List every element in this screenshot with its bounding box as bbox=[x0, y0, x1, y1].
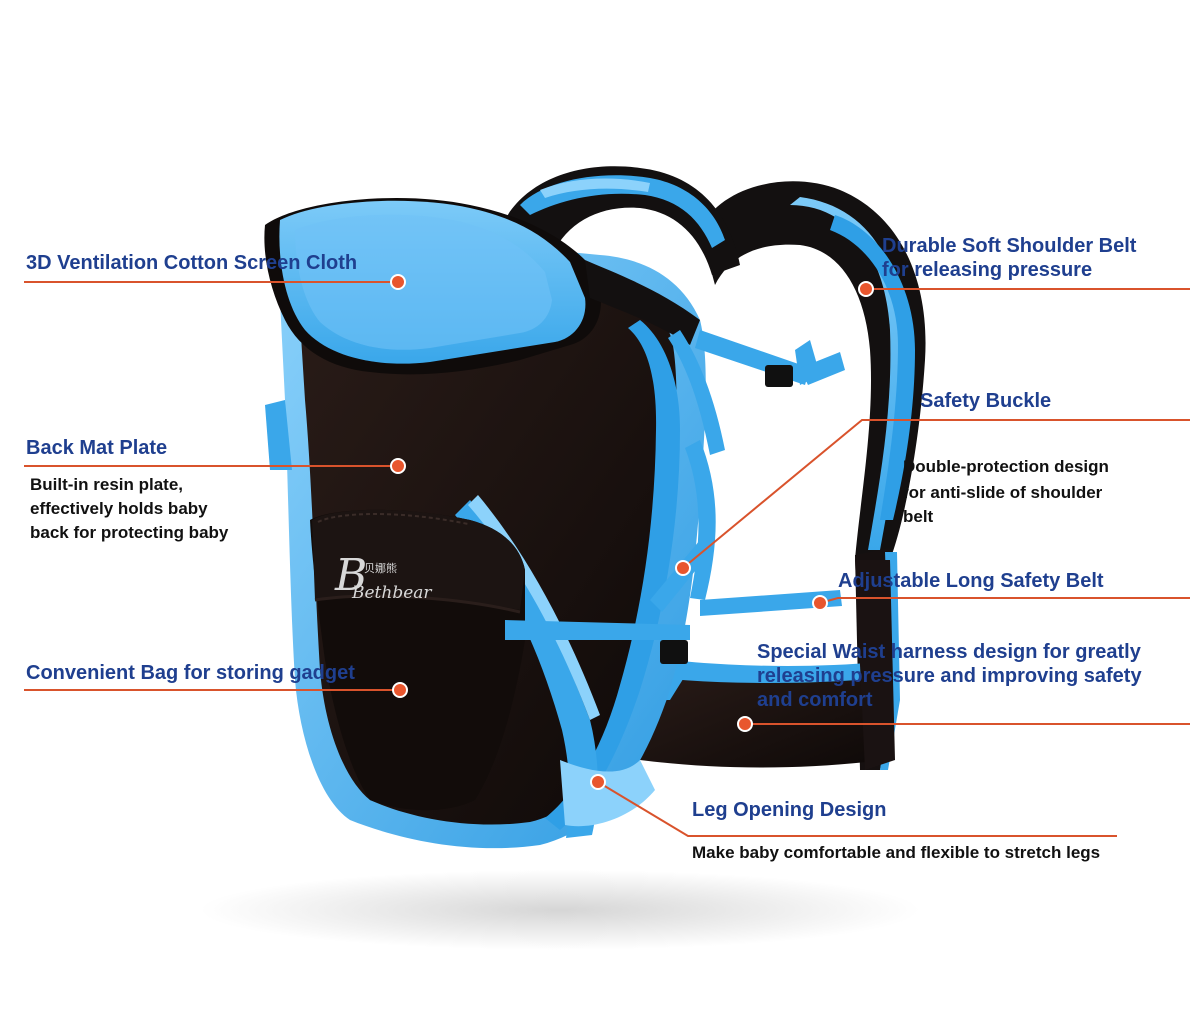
callout-buckle-desc-2: for anti-slide of shoulder bbox=[903, 483, 1103, 502]
callout-waist-title-1: Special Waist harness design for greatly bbox=[757, 641, 1141, 663]
callout-buckle-desc-1: Double-protection design bbox=[903, 457, 1109, 476]
callout-shoulder-title-1: Durable Soft Shoulder Belt bbox=[882, 235, 1137, 257]
callout-back-mat-desc-3: back for protecting baby bbox=[30, 523, 229, 542]
marker-bag bbox=[392, 682, 408, 698]
leader-leg bbox=[597, 781, 1117, 837]
callout-waist-title-2: releasing pressure and improving safety bbox=[757, 665, 1142, 687]
left-shoulder-strap bbox=[500, 166, 740, 275]
brand-logo: B 贝娜熊 Bethbear bbox=[334, 550, 432, 603]
marker-ventilation bbox=[390, 274, 406, 290]
callout-back-mat-title: Back Mat Plate bbox=[26, 437, 168, 459]
leader-buckle bbox=[682, 419, 1190, 569]
head-rest bbox=[264, 197, 700, 470]
brand-logo-chinese: 贝娜熊 bbox=[364, 561, 397, 575]
brand-logo-name: Bethbear bbox=[351, 583, 432, 603]
buckle-straps bbox=[505, 330, 845, 664]
marker-leg bbox=[590, 774, 606, 790]
callout-markers bbox=[390, 274, 874, 790]
callout-leg-desc: Make baby comfortable and flexible to st… bbox=[692, 843, 1101, 862]
callout-back-mat-desc-2: effectively holds baby bbox=[30, 499, 208, 518]
callout-ventilation-title: 3D Ventilation Cotton Screen Cloth bbox=[26, 252, 358, 274]
marker-buckle bbox=[675, 560, 691, 576]
callout-shoulder-title-2: for releasing pressure bbox=[882, 259, 1093, 281]
marker-shoulder bbox=[858, 281, 874, 297]
callout-long-belt-title: Adjustable Long Safety Belt bbox=[838, 570, 1104, 592]
callout-buckle-desc-3: belt bbox=[903, 507, 934, 526]
ground-shadow bbox=[200, 870, 920, 950]
marker-waist bbox=[737, 716, 753, 732]
callout-leg-title: Leg Opening Design bbox=[692, 799, 887, 821]
svg-text:B: B bbox=[334, 550, 367, 601]
callout-buckle-title: Safety Buckle bbox=[920, 390, 1052, 412]
callout-back-mat-desc-1: Built-in resin plate, bbox=[30, 475, 184, 494]
callout-waist-title-3: and comfort bbox=[757, 689, 873, 711]
marker-back-mat bbox=[390, 458, 406, 474]
callout-bag-title: Convenient Bag for storing gadget bbox=[26, 662, 355, 684]
marker-long-belt bbox=[812, 595, 828, 611]
front-pocket bbox=[310, 509, 525, 811]
